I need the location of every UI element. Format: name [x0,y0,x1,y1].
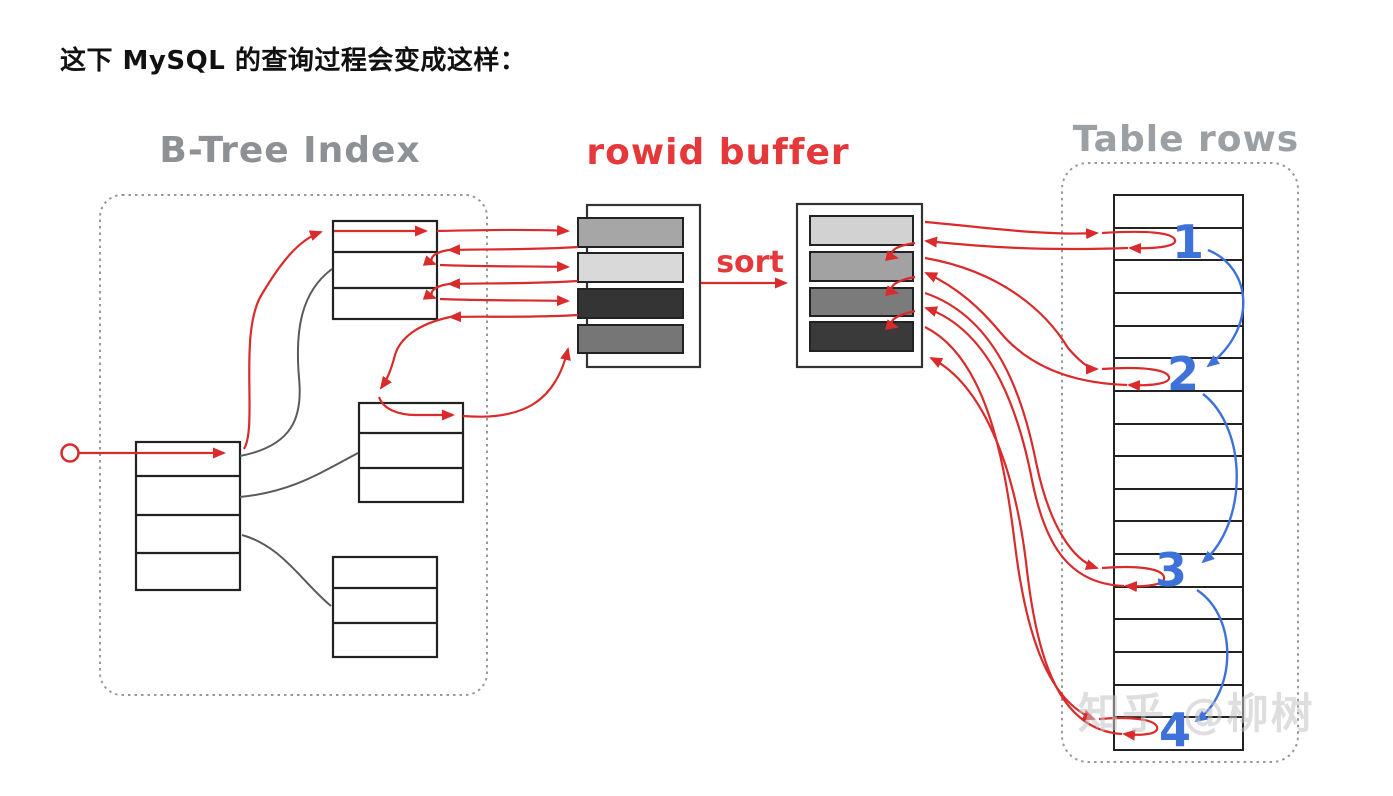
rowid-buffer-label: rowid buffer [586,132,849,173]
fetch-ret-2 [924,271,1128,387]
fetch-ret-3 [924,306,1125,588]
buffer-bar [809,321,914,352]
fetch-out-4 [924,326,1096,721]
btree-edges [239,268,359,607]
buffer-bar [809,215,914,246]
flow-middle-row [377,396,455,421]
btree-label: B-Tree Index [159,130,420,171]
row-number-labels: 1 2 3 4 [1155,215,1204,757]
table-rows-label: Table rows [1073,119,1299,160]
arc-3-4 [1194,589,1229,723]
fetch-loop-3 [1101,565,1166,593]
rowid-buffer-sorted [795,202,924,369]
btree-node-top [331,219,439,321]
row-marker-2: 2 [1167,347,1199,401]
btree-nodes [134,219,465,659]
flow-root-to-top [243,230,323,450]
table-region-border [1061,162,1299,763]
watermark: 知乎 @柳树 [1078,689,1315,738]
buffer-bar [809,251,914,282]
buffer-bar [577,288,684,319]
edge-root-top [239,268,333,457]
arc-1-2 [1206,248,1245,368]
flow-start-circle [60,443,80,463]
fetch-loop-1 [1101,230,1177,254]
buffer-bar [809,287,914,317]
fetch-out-1 [924,220,1099,240]
dashed-borders [99,162,1299,763]
edge-root-bottom [241,534,332,607]
flow-hop1 [422,248,450,266]
flow-ret-bar1 [447,244,579,256]
edge-root-middle [239,452,359,498]
fetch-ret-4 [929,357,1123,736]
row-marker-3: 3 [1155,543,1187,597]
buffer-bar [577,252,684,283]
btree-node-middle [357,401,465,504]
buffer-bar [577,324,684,354]
arc-2-3 [1201,393,1238,564]
sort-label: sort [716,245,784,280]
fetch-loop-4 [1098,716,1159,741]
fetch-out-3 [924,291,1099,570]
row-marker-4: 4 [1159,703,1191,757]
fetch-hop-1 [885,241,916,261]
row-marker-1: 1 [1172,215,1204,269]
flow-hop2 [422,282,450,300]
table-outline [1113,194,1244,751]
flow-out-bar3 [439,295,570,307]
flow-ret-bar3 [448,311,579,323]
btree-region-border [99,194,488,696]
fetch-loop-2 [1101,366,1171,392]
btree-node-root [134,440,242,592]
flow-down-middle [379,315,451,390]
flow-out-bar2 [439,261,570,273]
rowid-buffer-unsorted [577,203,702,369]
table-row-lines [1114,227,1243,718]
table-rows-grid [1113,194,1244,751]
buffer-bar [577,217,684,248]
query-flow-arrows [60,220,1177,741]
btree-node-bottom [331,555,439,659]
flow-out-bar1 [436,224,570,236]
fetch-hop-3 [885,309,916,330]
fetch-hop-2 [885,275,916,296]
flow-out-bar4 [462,347,571,418]
flow-ret-bar2 [447,278,579,290]
fetch-ret-1 [924,236,1129,251]
row-order-arcs [1194,248,1245,723]
fetch-out-2 [924,256,1099,375]
page-title: 这下 MySQL 的查询过程会变成这样： [60,46,527,76]
